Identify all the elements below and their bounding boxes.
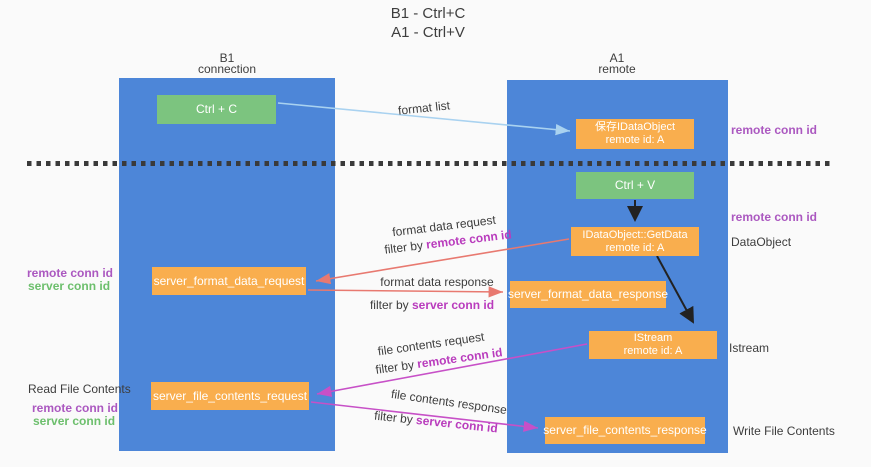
title-line-1: B1 - Ctrl+C [390, 5, 466, 22]
server-file-contents-response-node: server_file_contents_response [543, 417, 707, 444]
server-format-data-response-node: server_format_data_response [507, 281, 669, 308]
istream-side-label: Istream [729, 341, 770, 355]
right-column-id: A1 [609, 51, 625, 65]
save-dataobject-line1: 保存IDataObject [594, 121, 676, 133]
save-dataobject-line2: remote id: A [605, 134, 665, 146]
left-column-id: B1 [219, 51, 235, 65]
arrow-getdata-to-istream [656, 255, 694, 324]
dataobject-label: DataObject [731, 235, 792, 249]
diagram-title: B1 - Ctrl+C A1 - Ctrl+V [318, 4, 538, 42]
left-remote-conn-id: remote conn id [27, 266, 114, 280]
format-response-filter-label: filter by server conn id [370, 298, 494, 312]
istream-line1: IStream [633, 332, 673, 344]
server-file-contents-request-node: server_file_contents_request [151, 382, 309, 410]
right-column-subtitle: remote [598, 62, 636, 76]
save-dataobject-node: 保存IDataObject remote id: A [576, 119, 694, 149]
ctrl-c-label: Ctrl + C [195, 102, 237, 116]
arrow-format-list [277, 102, 571, 136]
server-format-data-request-label: server_format_data_request [153, 273, 305, 288]
left-column-header: B1 connection [147, 51, 307, 76]
server-format-data-request-node: server_format_data_request [152, 267, 306, 295]
getdata-line2: remote id: A [605, 241, 665, 254]
right-remote-conn-id-top: remote conn id [731, 123, 818, 137]
left-server-conn-id: server conn id [28, 279, 111, 293]
dashed-separator [27, 161, 833, 166]
istream-node: IStream remote id: A [589, 331, 717, 359]
arrow-file-contents-request [316, 343, 588, 397]
left-bottom-remote-conn-id: remote conn id [32, 401, 119, 415]
ctrl-v-node: Ctrl + V [576, 172, 694, 199]
right-column-header: A1 remote [537, 51, 697, 76]
title-line-2: A1 - Ctrl+V [391, 24, 465, 41]
right-remote-conn-id-mid: remote conn id [731, 210, 818, 224]
getdata-line1: IDataObject::GetData [582, 228, 688, 241]
istream-line2: remote id: A [623, 345, 683, 357]
server-format-data-response-label: server_format_data_response [507, 287, 669, 301]
ctrl-v-label: Ctrl + V [614, 178, 656, 192]
server-file-contents-response-label: server_file_contents_response [543, 423, 707, 437]
ctrl-c-node: Ctrl + C [157, 95, 276, 124]
server-conn-id-text: server conn id [411, 298, 495, 312]
filter-by-text: filter by [369, 298, 412, 312]
arrow-format-data-request [315, 238, 570, 285]
arrow-format-data-response [307, 286, 504, 298]
arrow-file-contents-response [310, 401, 539, 432]
server-file-contents-request-label: server_file_contents_request [152, 388, 308, 403]
getdata-node: IDataObject::GetData remote id: A [571, 227, 699, 256]
left-column-subtitle: connection [197, 62, 257, 76]
read-file-contents-label: Read File Contents [28, 382, 131, 396]
format-data-response-label: format data response [380, 275, 494, 289]
write-file-contents-label: Write File Contents [733, 424, 835, 438]
left-bottom-server-conn-id: server conn id [33, 414, 116, 428]
